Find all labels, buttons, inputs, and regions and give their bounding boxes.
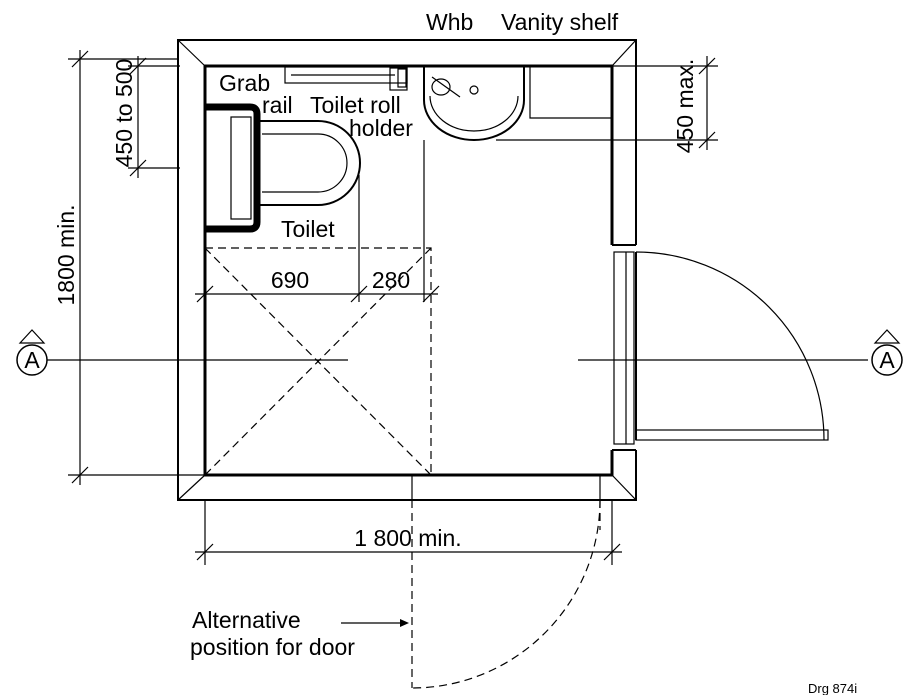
basin-max-label: 450 max. bbox=[672, 59, 698, 154]
width-dimension-label: 1 800 min. bbox=[354, 525, 461, 551]
toilet bbox=[205, 103, 361, 233]
section-marker-left bbox=[16, 344, 48, 376]
vanity-shelf bbox=[529, 66, 612, 119]
toilet-roll-label-line1: Toilet roll bbox=[310, 92, 401, 118]
toilet-label: Toilet bbox=[281, 216, 335, 242]
dimension-basin: 450 max. bbox=[496, 56, 718, 153]
walls bbox=[177, 39, 637, 501]
grab-rail-label-line1: Grab bbox=[219, 70, 270, 96]
grab-rail bbox=[284, 66, 408, 91]
dimension-height: 1800 min. bbox=[53, 50, 205, 485]
whb-label: Whb bbox=[426, 9, 473, 35]
clearance-280-label: 280 bbox=[372, 267, 410, 293]
section-line: A A bbox=[16, 329, 903, 376]
grab-rail-height-label: 450 to 500 bbox=[111, 59, 137, 168]
alternative-door bbox=[411, 475, 601, 689]
clearance-690-label: 690 bbox=[271, 267, 309, 293]
section-label-right: A bbox=[879, 347, 895, 373]
height-dimension-label: 1800 min. bbox=[53, 204, 79, 305]
section-label-left: A bbox=[24, 347, 40, 373]
toilet-roll-label-line2: holder bbox=[349, 115, 413, 141]
vanity-shelf-label: Vanity shelf bbox=[501, 9, 619, 35]
drawing-reference: Drg 874i bbox=[808, 681, 857, 695]
clearance-zone bbox=[204, 247, 432, 476]
alternative-door-label-line2: position for door bbox=[190, 634, 355, 660]
dimension-clearance: 690 280 bbox=[195, 140, 440, 303]
dimension-width: 1 800 min. bbox=[195, 500, 622, 565]
section-marker-right bbox=[871, 344, 903, 376]
door-right bbox=[613, 251, 829, 445]
dimension-grab-rail: 450 to 500 bbox=[111, 56, 180, 178]
grab-rail-label-line2: rail bbox=[262, 92, 293, 118]
leader-lines bbox=[341, 619, 409, 627]
alternative-door-label-line1: Alternative bbox=[192, 607, 301, 633]
wash-hand-basin bbox=[423, 66, 525, 141]
